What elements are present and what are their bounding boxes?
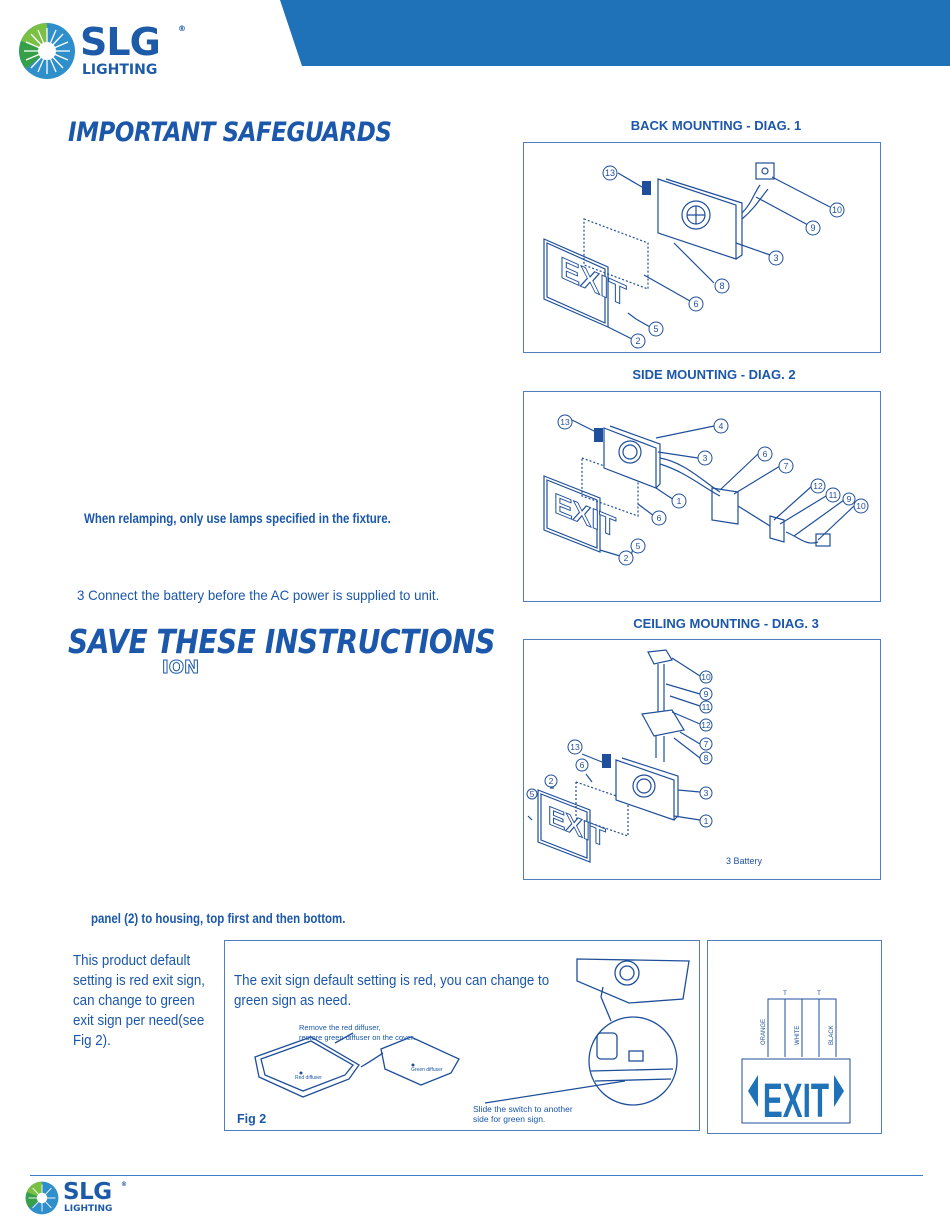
- fig2-panel: The exit sign default setting is red, yo…: [224, 940, 700, 1131]
- callout: 2: [624, 553, 629, 563]
- callout: 13: [605, 168, 615, 178]
- green-diffuser-label: Green diffuser: [411, 1067, 443, 1073]
- back-mounting-diagram: EXIT 13 10 9 3 8 6 5 2: [523, 142, 881, 353]
- switch-note-line: side for green sign.: [473, 1114, 545, 1124]
- footer-logo: SLG ® LIGHTING: [25, 1179, 135, 1217]
- callout: 6: [657, 513, 662, 523]
- callout: 9: [847, 494, 852, 504]
- callout: 3: [703, 453, 708, 463]
- footer-logo-registered-mark: ®: [121, 1181, 127, 1188]
- ceiling-mounting-title: CEILING MOUNTING - DIAG. 3: [633, 616, 819, 631]
- fig2-label: Fig 2: [237, 1112, 266, 1126]
- fig2-drawing: Remove the red diffuser, restore green d…: [237, 958, 690, 1126]
- switch-note-line: Slide the switch to another: [473, 1104, 573, 1114]
- callout: 9: [704, 689, 709, 699]
- callout: 2: [635, 336, 640, 346]
- red-diffuser-label: Red diffuser: [295, 1075, 322, 1081]
- fig2-title: The exit sign default setting is red, yo…: [234, 971, 549, 1011]
- callout: 3: [773, 253, 778, 263]
- callout: 12: [701, 720, 711, 730]
- logo-wordmark: SLG: [80, 20, 161, 64]
- exit-sign-text: EXIT: [763, 1075, 829, 1128]
- ceiling-mounting-drawing: EXIT 10 9 11 12 7 8 13 2 6 5 3 1 3 Batte…: [526, 649, 763, 866]
- safeguards-heading: IMPORTANT SAFEGUARDS: [68, 117, 392, 148]
- callout: 12: [813, 481, 823, 491]
- callout: 5: [636, 541, 641, 551]
- callout: 7: [704, 739, 709, 749]
- left-chevron-icon: [748, 1075, 758, 1107]
- callout: 13: [560, 417, 570, 427]
- wire-label-black: BLACK: [829, 1025, 835, 1045]
- callout: 1: [677, 496, 682, 506]
- callout: 8: [719, 281, 724, 291]
- fig2-title-line: The exit sign default setting is red, yo…: [234, 973, 550, 989]
- callout: 6: [580, 760, 585, 770]
- callout: 6: [763, 449, 768, 459]
- callout: 13: [570, 742, 580, 752]
- wire-label-white: WHITE: [795, 1026, 801, 1045]
- callout: 9: [810, 223, 815, 233]
- default-setting-note: This product default setting is red exit…: [73, 951, 205, 1051]
- ceiling-mounting-diagram: EXIT 10 9 11 12 7 8 13 2 6 5 3 1 3 Batte…: [523, 639, 881, 880]
- logo-subtitle: LIGHTING: [82, 62, 158, 78]
- callout: 11: [702, 702, 711, 712]
- back-mounting-title: BACK MOUNTING - DIAG. 1: [630, 118, 802, 133]
- header-logo: SLG ® LIGHTING: [18, 22, 188, 80]
- sunburst-logo-icon: [19, 23, 75, 79]
- callout: 6: [693, 299, 698, 309]
- callout: 4: [719, 421, 724, 431]
- fig2-title-line: green sign as need.: [234, 993, 352, 1009]
- footer-logo-subtitle: LIGHTING: [64, 1204, 113, 1214]
- callout: 10: [856, 501, 866, 511]
- default-note-line: exit sign per need(see: [73, 1013, 205, 1029]
- callout: 10: [701, 672, 711, 682]
- relamping-note: When relamping, only use lamps specified…: [84, 510, 391, 526]
- back-mounting-drawing: EXIT 13 10 9 3 8 6 5 2: [543, 162, 845, 349]
- callout: 3: [704, 788, 709, 798]
- default-note-line: This product default: [73, 953, 191, 969]
- side-mounting-diagram: EXIT 13 4 3 6 7 12 11 9 10 1 6 5 2: [523, 391, 881, 602]
- save-instructions-heading: SAVE THESE INSTRUCTIONS: [68, 622, 496, 661]
- default-note-line: can change to green: [73, 993, 195, 1009]
- callout: 8: [704, 753, 709, 763]
- callout: 7: [784, 461, 789, 471]
- default-note-line: setting is red exit sign,: [73, 973, 205, 989]
- right-chevron-icon: [834, 1075, 844, 1107]
- remove-note-line: restore green diffuser on the cover.: [299, 1033, 415, 1042]
- wiring-drawing: T T ORANGE WHITE BLACK EXIT: [741, 990, 851, 1128]
- default-note-line: Fig 2).: [73, 1033, 111, 1049]
- side-mounting-title: SIDE MOUNTING - DIAG. 2: [632, 367, 796, 382]
- wire-tie-t2: T: [817, 990, 821, 997]
- battery-note: 3 Connect the battery before the AC powe…: [77, 587, 440, 603]
- logo-registered-mark: ®: [178, 24, 186, 33]
- callout: 11: [829, 490, 838, 500]
- wire-tie-t1: T: [783, 990, 787, 997]
- callout: 1: [704, 816, 709, 826]
- remove-note-line: Remove the red diffuser,: [299, 1023, 381, 1032]
- header-banner: [280, 0, 950, 66]
- panel-note: panel (2) to housing, top first and then…: [91, 910, 346, 926]
- callout: 2: [549, 776, 554, 786]
- footer-divider: [30, 1175, 923, 1176]
- battery-label: 3 Battery: [726, 856, 763, 866]
- side-mounting-drawing: EXIT 13 4 3 6 7 12 11 9 10 1 6 5 2: [543, 414, 869, 566]
- callout: 10: [832, 205, 842, 215]
- wire-label-orange: ORANGE: [761, 1019, 767, 1045]
- wiring-panel: T T ORANGE WHITE BLACK EXIT: [707, 940, 882, 1134]
- footer-logo-wordmark: SLG: [63, 1179, 112, 1205]
- callout: 5: [530, 789, 535, 799]
- outline-fragment: ION: [161, 657, 200, 679]
- sunburst-logo-icon: [25, 1181, 59, 1215]
- callout: 5: [653, 324, 658, 334]
